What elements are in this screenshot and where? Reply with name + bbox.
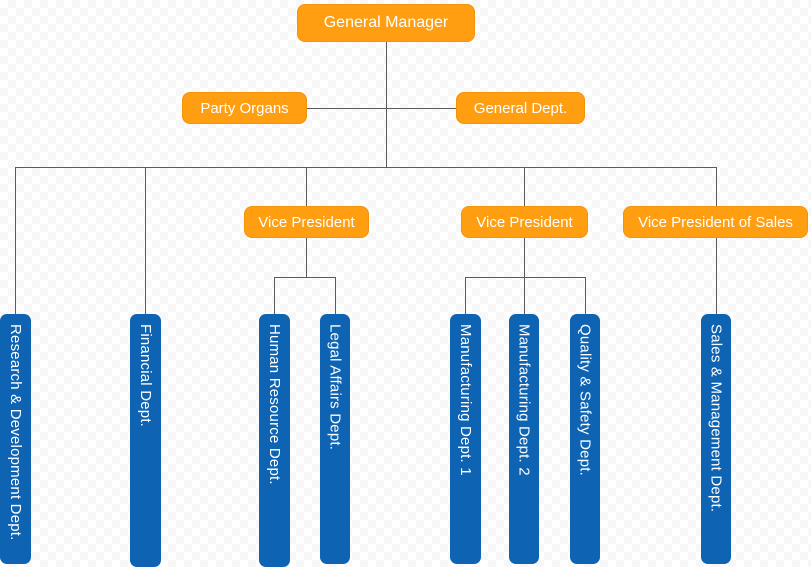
dept-label: Legal Affairs Dept. — [326, 324, 344, 451]
dept-node-sales-management: Sales & Management Dept. — [701, 314, 731, 564]
connector-main-rail — [15, 167, 716, 168]
connector-staff-rail — [307, 108, 456, 109]
dept-label: Manufacturing Dept. 1 — [457, 324, 474, 476]
dept-label: Quality & Safety Dept. — [576, 324, 594, 476]
org-node-vice-president-1: Vice President — [244, 206, 369, 238]
dept-node-manufacturing-2: Manufacturing Dept. 2 — [509, 314, 539, 564]
connector-drop-financial — [145, 167, 146, 314]
connector-drop-hr — [274, 277, 275, 314]
connector-drop-mfg1 — [465, 277, 466, 314]
org-node-vp-of-sales: Vice President of Sales — [623, 206, 808, 238]
dept-node-research-development: Research & Development Dept. — [0, 314, 31, 564]
connector-drop-vp2 — [524, 167, 525, 206]
connector-drop-mfg2 — [524, 277, 525, 314]
org-node-general-manager: General Manager — [297, 4, 475, 42]
dept-node-manufacturing-1: Manufacturing Dept. 1 — [450, 314, 481, 564]
dept-node-legal-affairs: Legal Affairs Dept. — [320, 314, 350, 564]
org-node-party-organs: Party Organs — [182, 92, 307, 124]
dept-label: Manufacturing Dept. 2 — [515, 324, 533, 476]
dept-node-financial: Financial Dept. — [130, 314, 161, 567]
connector-drop-vpsales — [716, 167, 717, 206]
connector-trunk — [386, 42, 387, 167]
dept-label: Financial Dept. — [137, 324, 154, 428]
connector-drop-legal — [335, 277, 336, 314]
org-node-general-dept: General Dept. — [456, 92, 585, 124]
connector-drop-sales-dept — [716, 238, 717, 314]
dept-label: Research & Development Dept. — [7, 324, 24, 541]
org-node-vice-president-2: Vice President — [461, 206, 588, 238]
dept-label: Sales & Management Dept. — [707, 324, 725, 513]
connector-drop-quality — [585, 277, 586, 314]
connector-drop-rd — [15, 167, 16, 314]
connector-drop-vp1 — [306, 167, 307, 206]
connector-vp2-stem — [524, 238, 525, 277]
connector-vp2-rail — [465, 277, 585, 278]
dept-label: Human Resource Dept. — [266, 324, 283, 485]
connector-vp1-stem — [306, 238, 307, 277]
connector-vp1-rail — [274, 277, 335, 278]
dept-node-human-resource: Human Resource Dept. — [259, 314, 290, 567]
dept-node-quality-safety: Quality & Safety Dept. — [570, 314, 600, 564]
